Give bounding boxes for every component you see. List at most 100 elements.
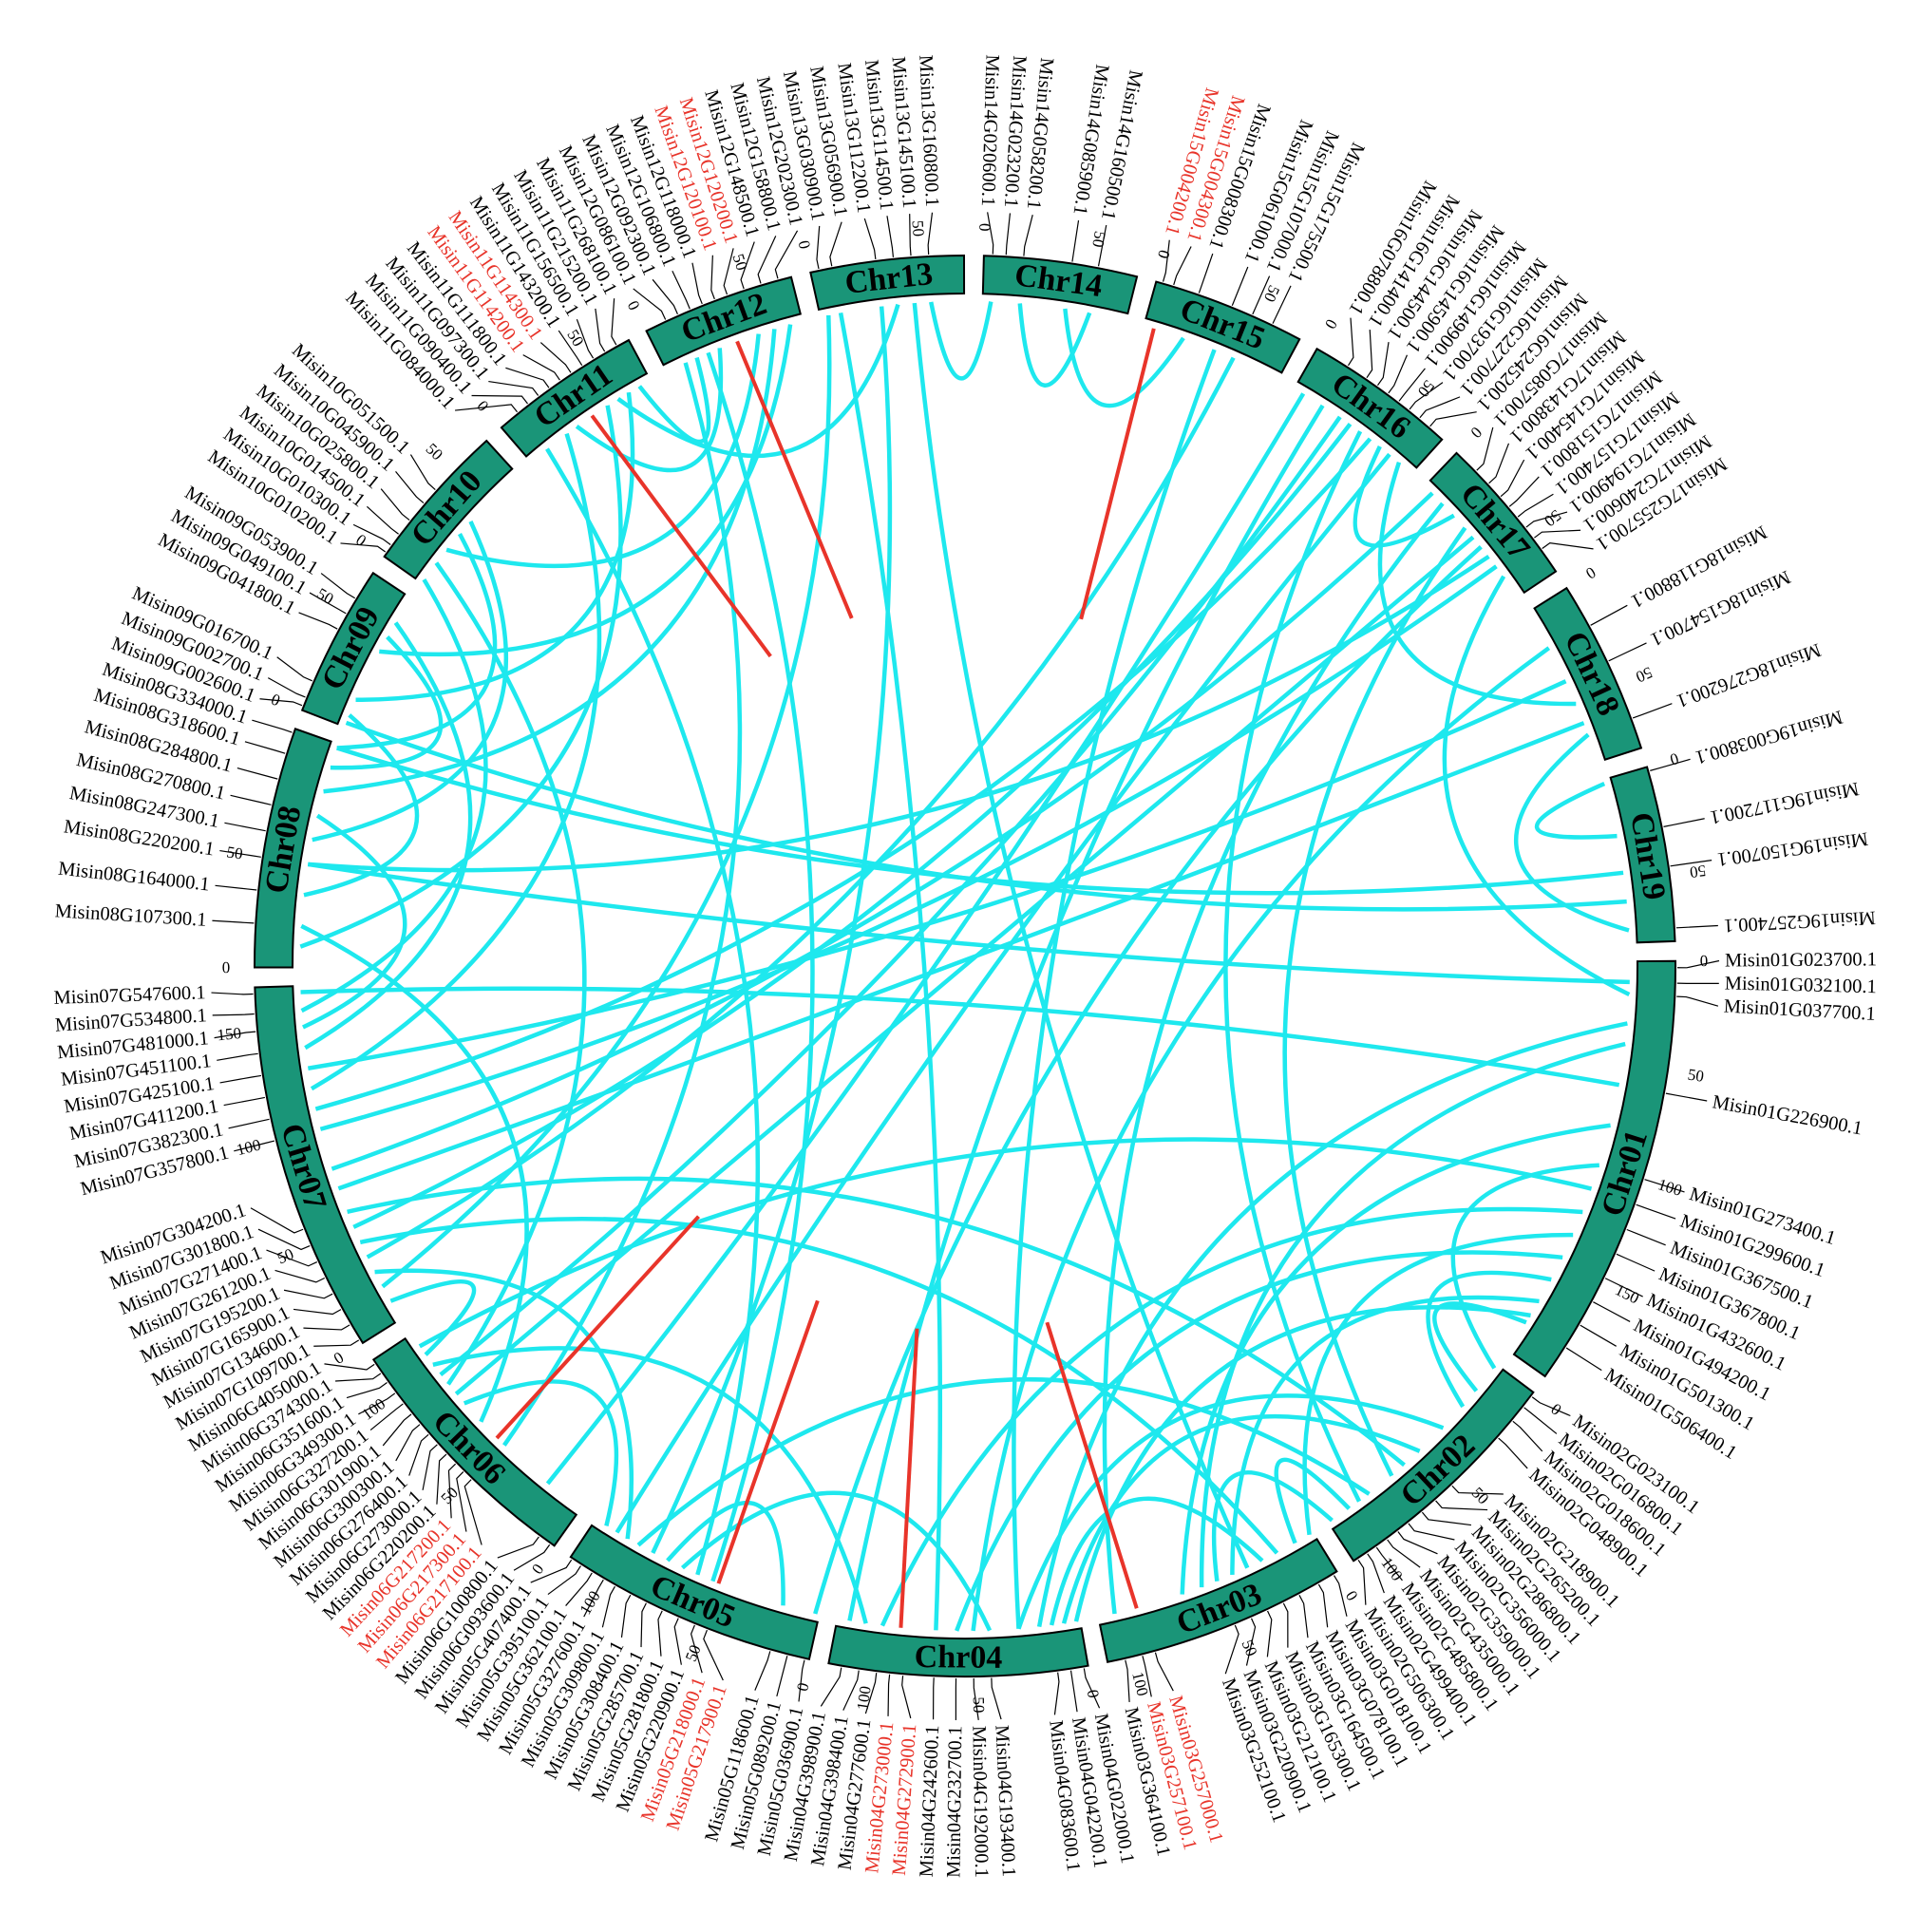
gene-connector [1451, 1485, 1504, 1495]
gene-connector [1071, 219, 1080, 262]
gene-connector [723, 248, 734, 295]
gene-connector [455, 404, 519, 413]
gene-connector [1670, 860, 1712, 867]
gene-connector [565, 1572, 593, 1606]
tick-label: 50 [970, 1696, 988, 1713]
gene-connector [1398, 368, 1426, 402]
segmental-link [1061, 1413, 1421, 1624]
segmental-link [1377, 462, 1577, 707]
gene-connector [1523, 1407, 1558, 1434]
tick-label: 50 [313, 584, 336, 608]
gene-connector [601, 1585, 615, 1628]
gene-connector [1531, 1396, 1571, 1417]
chromosome-block-chr09 [300, 571, 407, 726]
tick-label: 50 [1687, 1066, 1706, 1086]
gene-connector [576, 319, 595, 359]
segmental-link [666, 1500, 785, 1606]
gene-connector [513, 1544, 551, 1571]
chromosome-block-chr03 [1098, 1537, 1338, 1663]
gene-connector [1173, 246, 1192, 286]
gene-connector [219, 849, 261, 858]
gene-connector [991, 1677, 1002, 1720]
gene-connector [267, 677, 306, 698]
gene-connector [1676, 995, 1719, 1007]
segmental-link [929, 301, 993, 381]
chromosome-block-chr15 [1145, 280, 1301, 374]
segmental-link [374, 1268, 634, 1540]
gene-connector [293, 1308, 342, 1316]
segmental-link [312, 521, 509, 843]
chromosome-label: Chr04 [915, 1639, 1003, 1676]
chromosome-label: Chr03 [1172, 1577, 1267, 1641]
tandem-link [1045, 1321, 1139, 1609]
gene-connector [497, 1536, 539, 1559]
gene-connector [252, 719, 293, 733]
gene-connector [212, 919, 255, 924]
gene-connector [595, 308, 606, 352]
gene-connector [547, 1565, 581, 1596]
tick-label: 0 [1700, 952, 1709, 970]
tick-label: 150 [217, 1024, 242, 1044]
gene-connector [352, 523, 391, 545]
gene-connector [1580, 1324, 1618, 1347]
segmental-link [813, 544, 1483, 1615]
chromosome-block-chr11 [500, 338, 649, 458]
gene-connector [340, 542, 387, 553]
gene-connector [1317, 1583, 1329, 1628]
chromosome-label: Chr15 [1175, 292, 1270, 357]
segmental-link [302, 813, 407, 1030]
gene-connector [820, 1667, 842, 1707]
chromosome-block-chr13 [809, 254, 966, 312]
gene-connector [932, 1677, 935, 1720]
gene-connector [436, 1453, 447, 1505]
tandem-link [716, 1299, 820, 1584]
gene-connector [522, 354, 560, 381]
gene-connector [266, 1249, 318, 1267]
gene-connector [1593, 1301, 1631, 1322]
gene-connector [1565, 1347, 1602, 1372]
gene-connector [1419, 396, 1461, 419]
gene-connector [1421, 1511, 1472, 1526]
gene-connector [456, 1471, 467, 1532]
segmental-link [432, 1346, 868, 1624]
segmental-link [1534, 782, 1618, 840]
tandem-link [1079, 328, 1156, 620]
gene-connector [1644, 1179, 1685, 1193]
gene-connector [672, 270, 691, 310]
gene-connector [842, 1670, 860, 1711]
gene-connector [798, 1659, 805, 1702]
gene-label: Misin08G107300.1 [54, 900, 207, 931]
segmental-link [314, 437, 1372, 1111]
gene-connector [829, 221, 842, 267]
gene-connector [816, 225, 821, 270]
gene-label: Misin04G192000.1 [968, 1726, 992, 1878]
segmental-link [345, 720, 1627, 912]
gene-connector [250, 1207, 304, 1234]
gene-connector [1498, 1437, 1528, 1469]
gene-connector [380, 488, 410, 521]
tick-label: 0 [795, 238, 814, 250]
gene-connector [863, 218, 877, 260]
gene-connector [313, 1339, 360, 1347]
gene-connector [691, 262, 703, 305]
gene-connector [633, 288, 667, 320]
gene-connector [583, 1579, 604, 1618]
gene-connector [1604, 1278, 1643, 1297]
chromosome-block-chr01 [1512, 959, 1676, 1378]
gene-connector [1162, 239, 1170, 282]
segmental-link [337, 721, 1585, 1191]
gene-connector [1333, 1575, 1348, 1617]
gene-connector [1388, 354, 1409, 394]
gene-connector [1435, 1500, 1488, 1511]
segmental-link [1199, 1041, 1626, 1588]
gene-connector [324, 1363, 375, 1371]
tick-label: 0 [1668, 749, 1680, 769]
tick-label: 0 [473, 397, 492, 415]
gene-connector [215, 884, 257, 891]
tick-label: 50 [1633, 663, 1655, 686]
gene-connector [1429, 411, 1477, 427]
segmental-link [331, 491, 1434, 1171]
gene-connector [1517, 493, 1554, 518]
gene-connector [1632, 703, 1673, 719]
